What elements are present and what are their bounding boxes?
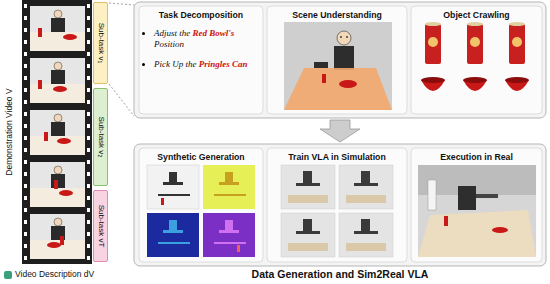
section-title: Execution in Real — [412, 152, 541, 162]
word: Position — [154, 39, 184, 49]
task-step: Pick Up the Pringles Can — [154, 59, 248, 69]
word-gap — [190, 28, 192, 38]
subtask-label: Sub-task vT — [96, 205, 105, 248]
section-box: Scene Understanding — [268, 7, 406, 20]
bullet-item: Pick Up the Pringles Can — [154, 59, 262, 70]
word: Red — [193, 28, 208, 38]
task-step: Adjust the Red Bowl's Position — [154, 28, 234, 49]
section-box: Train VLA in Simulation — [268, 149, 406, 162]
section-title: Train VLA in Simulation — [268, 152, 406, 162]
word-gap — [183, 59, 185, 69]
footnote-label: Video Description dV — [15, 269, 94, 279]
section-box: Execution in Real — [412, 149, 541, 162]
word-gap — [207, 28, 209, 38]
word: Up — [172, 59, 183, 69]
subtask-label: Sub-task v₂ — [96, 117, 105, 158]
section-title: Synthetic Generation — [140, 152, 262, 162]
figure-caption: Data Generation and Sim2Real VLA — [134, 268, 546, 280]
word: Pringles — [199, 59, 230, 69]
word: the — [179, 28, 190, 38]
bullet-item: Adjust the Red Bowl's Position — [154, 28, 262, 51]
word-gap — [230, 59, 232, 69]
figure-label: Demonstration Video V — [4, 88, 14, 175]
word: Adjust — [154, 28, 177, 38]
word: Can — [232, 59, 248, 69]
subtask-band: Sub-task v₂ — [93, 88, 108, 186]
word: Pick — [154, 59, 170, 69]
subtask-band: Sub-task vT — [93, 190, 108, 262]
section-box: Synthetic Generation — [140, 149, 262, 162]
section-box: Task DecompositionAdjust the Red Bowl's … — [140, 7, 262, 78]
section-title: Scene Understanding — [268, 10, 406, 20]
word: Bowl's — [209, 28, 234, 38]
word-gap — [177, 28, 179, 38]
word: the — [186, 59, 197, 69]
section-title: Task Decomposition — [140, 10, 262, 20]
word-gap — [170, 59, 172, 69]
subtask-band: Sub-task v₁ — [93, 2, 108, 84]
word-gap — [197, 59, 199, 69]
subtask-label: Sub-task v₁ — [96, 23, 105, 64]
section-box: Object Crawling — [412, 7, 541, 20]
section-title: Object Crawling — [412, 10, 541, 20]
bullet-list: Adjust the Red Bowl's PositionPick Up th… — [140, 28, 262, 70]
